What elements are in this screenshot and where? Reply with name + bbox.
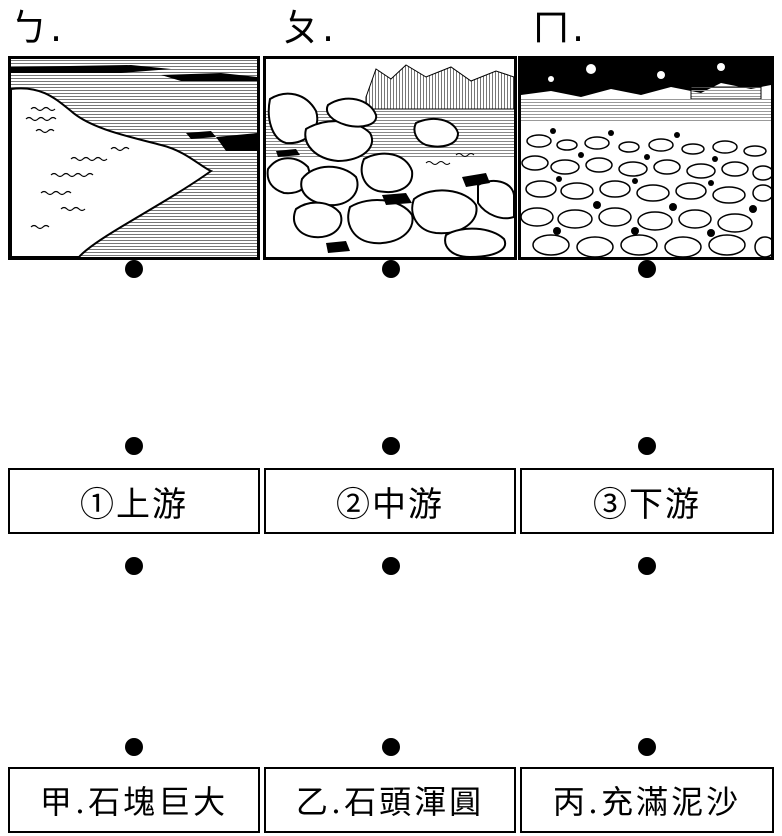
river-boulders-icon: [263, 56, 517, 260]
feature-dot-1[interactable]: [125, 738, 143, 756]
feature-dot-3[interactable]: [638, 738, 656, 756]
stage-top-dot-1[interactable]: [125, 437, 143, 455]
stage-box-1: ①上游: [8, 468, 260, 534]
feature-box-2: 乙.石頭渾圓: [264, 767, 516, 833]
stage-label-2: ②中游: [336, 484, 444, 525]
river-estuary-sand-icon: [8, 56, 260, 260]
stage-bottom-dot-1[interactable]: [125, 557, 143, 575]
picture-dot-2[interactable]: [382, 260, 400, 278]
picture-dot-3[interactable]: [638, 260, 656, 278]
stage-bottom-dot-3[interactable]: [638, 557, 656, 575]
stage-box-2: ②中游: [264, 468, 516, 534]
river-pebbles-icon: [518, 56, 774, 260]
stage-top-dot-2[interactable]: [382, 437, 400, 455]
feature-label-2: 乙.石頭渾圓: [295, 783, 485, 821]
feature-dot-2[interactable]: [382, 738, 400, 756]
feature-box-1: 甲.石塊巨大: [8, 767, 260, 833]
stage-bottom-dot-2[interactable]: [382, 557, 400, 575]
picture-dot-1[interactable]: [125, 260, 143, 278]
stage-box-3: ③下游: [520, 468, 774, 534]
feature-label-3: 丙.充滿泥沙: [552, 783, 742, 821]
stage-label-3: ③下游: [593, 484, 701, 525]
feature-label-1: 甲.石塊巨大: [39, 783, 229, 821]
stage-top-dot-3[interactable]: [638, 437, 656, 455]
picture-letter-3: ㄇ.: [532, 6, 587, 50]
stage-label-1: ①上游: [80, 484, 188, 525]
picture-letter-1: ㄅ.: [10, 6, 65, 50]
feature-box-3: 丙.充滿泥沙: [520, 767, 774, 833]
picture-letter-2: ㄆ.: [282, 6, 337, 50]
